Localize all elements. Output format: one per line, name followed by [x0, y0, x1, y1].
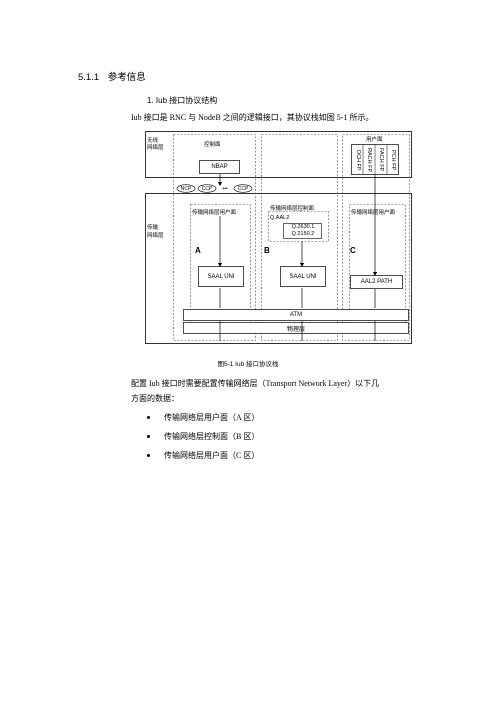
user-plane-column — [342, 134, 410, 341]
port-ccp1-label: CCP — [201, 185, 213, 192]
bullet-item: 传输网络层用户面（A 区） — [147, 412, 259, 423]
port-ncp-label: NCP — [180, 185, 192, 192]
transport-layer-label: 传输 网络层 — [147, 224, 164, 240]
physical-layer-label: 物理层 — [286, 326, 305, 333]
control-plane-column — [173, 134, 256, 341]
nbap-label: NBAP — [211, 164, 228, 170]
q-protocols: Q.2630.1 Q.2150.2 — [284, 224, 322, 238]
section-heading: 5.1.1 参考信息 — [78, 69, 146, 83]
transport-layer-box — [145, 193, 412, 344]
q2150-label: Q.2150.2 — [291, 231, 315, 237]
user-plane-label: 用户面 — [366, 137, 383, 143]
zone-a-letter: A — [195, 246, 201, 255]
port-ccp2-label: CCP — [237, 185, 249, 192]
bullet-dot — [147, 434, 150, 438]
zone-c-letter: C — [350, 246, 356, 255]
fp-labels: PCH FP FACH FP RACH FP DCH FP — [352, 145, 399, 175]
port-ccp-1 — [197, 184, 217, 193]
zone-b-title: 传输网络层控制面 — [270, 206, 315, 212]
zone-a-title: 传输网络层用户面 — [192, 210, 237, 216]
zone-c-title: 传输网络层用户面 — [351, 210, 396, 216]
q-box — [283, 223, 322, 239]
q2630-label: Q.2630.1 — [291, 224, 315, 230]
port-ccp-2 — [233, 184, 253, 193]
fp-pch: PCH FP — [390, 149, 396, 171]
section-title: 参考信息 — [107, 72, 146, 83]
zone-b-control-box — [268, 211, 329, 242]
aal2-path-label: AAL2 PATH — [360, 279, 393, 285]
config-line-2: 方面的数据： — [131, 394, 179, 403]
control-plane-label: 控制面 — [204, 142, 221, 148]
diagram-lines — [145, 131, 412, 344]
q-aal2-label: Q.AAL2 — [270, 215, 290, 221]
bullet-item: 传输网络层控制面（B 区） — [147, 431, 259, 442]
radio-layer-label: 无线 网络层 — [147, 138, 164, 152]
transport-layer-label-line1: 传输 — [147, 225, 159, 231]
intro-paragraph: Iub 接口是 RNC 与 NodeB 之间的逻辑接口，其协议栈如图 5-1 所… — [131, 113, 374, 122]
bullet-text: 传输网络层用户面（A 区） — [164, 413, 260, 422]
figure-caption: 图5-1 Iub 接口协议栈 — [217, 361, 279, 368]
atm-box — [183, 309, 409, 321]
saal-b-label: SAAL UNI — [289, 273, 317, 280]
bullet-text: 传输网络层控制面（B 区） — [164, 432, 260, 441]
zone-b-letter: B — [264, 246, 270, 255]
atm-label: ATM — [289, 312, 303, 318]
bullet-dot — [147, 415, 150, 419]
radio-layer-label-line2: 网络层 — [147, 145, 164, 151]
nbap-box — [199, 160, 240, 174]
saal-a-label: SAAL UNI — [207, 273, 235, 280]
bullet-item: 传输网络层用户面（C 区） — [147, 450, 259, 461]
subsection-heading: 1. Iub 接口协议结构 — [147, 96, 218, 105]
radio-layer-label-line1: 无线 — [147, 138, 159, 144]
config-line-1: 配置 Iub 接口时需要配置传输网络层（Transport Network La… — [131, 379, 380, 388]
fp-fach: FACH FP — [378, 148, 384, 172]
bullet-dot — [147, 453, 150, 457]
radio-layer-box — [145, 131, 412, 178]
ports-ellipsis: ••• — [222, 185, 228, 192]
transport-layer-label-line2: 网络层 — [147, 233, 164, 239]
fp-dch: DCH FP — [355, 149, 361, 171]
protocol-stack-diagram: 无线 网络层 传输 网络层 控制面 用户面 NBAP PCH FP FACH F… — [145, 131, 415, 346]
port-ncp — [176, 184, 196, 193]
physical-box — [183, 322, 409, 334]
section-number: 5.1.1 — [78, 72, 100, 83]
bullet-text: 传输网络层用户面（C 区） — [164, 451, 260, 460]
config-paragraph: 配置 Iub 接口时需要配置传输网络层（Transport Network La… — [131, 376, 379, 406]
fp-rach: RACH FP — [366, 147, 372, 173]
middle-column — [261, 134, 338, 341]
